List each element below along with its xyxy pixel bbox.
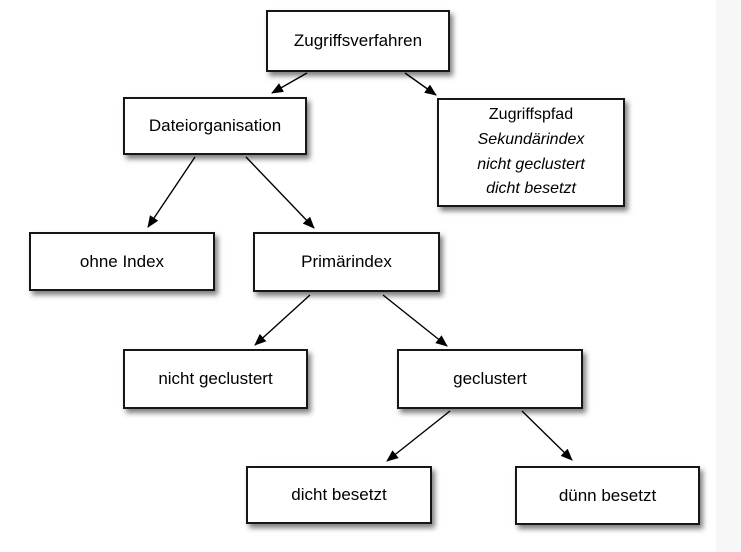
edge-dateiorganisation-primaerindex-arrow [245,156,315,229]
right-margin-strip [716,0,741,552]
node-zugriffsverfahren-label: Zugriffsverfahren [293,31,423,50]
node-zugriffspfad: Zugriffspfad Sekundärindex nicht geclust… [437,98,625,207]
node-dicht-besetzt-label: dicht besetzt [291,485,387,504]
node-geclustert: geclustert [397,349,583,409]
node-primaerindex-label: Primärindex [301,252,392,271]
edge-zugriffsverfahren-dateiorganisation-arrow [271,72,308,94]
edge-zugriffsverfahren-zugriffspfad-arrow [404,72,437,96]
node-dicht-besetzt: dicht besetzt [246,466,432,524]
node-primaerindex: Primärindex [253,232,440,292]
edge-geclustert-dicht-besetzt-arrow [386,410,451,462]
node-zugriffspfad-line-1: Zugriffspfad [488,105,574,123]
edge-geclustert-duenn-besetzt-arrow [521,410,573,461]
node-ohne-index-label: ohne Index [79,251,165,271]
edge-primaerindex-nicht-geclustert-arrow [254,294,311,346]
node-ohne-index: ohne Index [29,232,215,291]
node-dateiorganisation-label: Dateiorganisation [148,116,282,135]
edge-dateiorganisation-ohne-index-arrow [147,156,196,228]
node-duenn-besetzt: dünn besetzt [515,466,700,525]
node-dateiorganisation: Dateiorganisation [123,97,307,155]
node-geclustert-label: geclustert [453,369,527,388]
node-zugriffspfad-line-4: dicht besetzt [486,180,576,198]
node-duenn-besetzt-label: dünn besetzt [558,485,657,505]
node-nicht-geclustert-label: nicht geclustert [158,369,273,388]
node-zugriffspfad-line-2: Sekundärindex [477,130,585,148]
edge-primaerindex-geclustert-arrow [382,294,448,347]
node-zugriffspfad-line-3: nicht geclustert [477,155,585,173]
node-nicht-geclustert: nicht geclustert [123,349,308,409]
node-zugriffsverfahren: Zugriffsverfahren [266,10,450,72]
